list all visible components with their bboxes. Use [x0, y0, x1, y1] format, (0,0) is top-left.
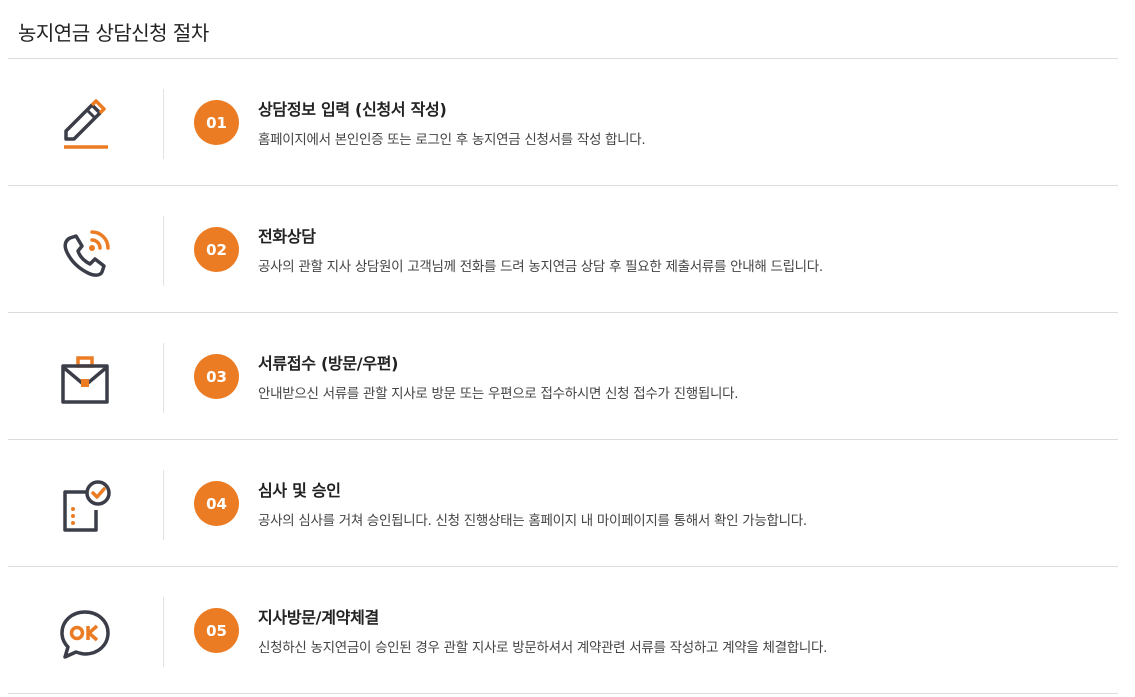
step-title: 상담정보 입력 (신청서 작성): [258, 100, 447, 119]
step-number-badge: 01: [194, 100, 239, 145]
step-title: 심사 및 승인: [258, 481, 341, 500]
step-title: 서류접수 (방문/우편): [258, 354, 399, 373]
step-description: 공사의 관할 지사 상담원이 고객님께 전화를 드려 농지연금 상담 후 필요한…: [258, 259, 823, 275]
step-number-badge: 03: [194, 354, 239, 399]
step-description: 신청하신 농지연금이 승인된 경우 관할 지사로 방문하셔서 계약관련 서류를 …: [258, 640, 828, 656]
step-description: 공사의 심사를 거쳐 승인됩니다. 신청 진행상태는 홈페이지 내 마이페이지를…: [258, 513, 807, 529]
step-item-3: 03 서류접수 (방문/우편) 안내받으신 서류를 관할 지사로 방문 또는 우…: [8, 313, 1118, 440]
step-number-badge: 04: [194, 481, 239, 526]
step-item-4: 04 심사 및 승인 공사의 심사를 거쳐 승인됩니다. 신청 진행상태는 홈페…: [8, 440, 1118, 567]
phone-call-icon: [56, 224, 114, 282]
procedure-steps: 01 상담정보 입력 (신청서 작성) 홈페이지에서 본인인증 또는 로그인 후…: [8, 58, 1118, 694]
step-divider: [163, 89, 164, 159]
ok-speech-bubble-icon: [56, 605, 114, 663]
step-number-badge: 05: [194, 608, 239, 653]
briefcase-icon: [56, 351, 114, 409]
step-item-5: 05 지사방문/계약체결 신청하신 농지연금이 승인된 경우 관할 지사로 방문…: [8, 567, 1118, 694]
step-title: 지사방문/계약체결: [258, 608, 379, 627]
step-description: 홈페이지에서 본인인증 또는 로그인 후 농지연금 신청서를 작성 합니다.: [258, 132, 646, 148]
step-number-badge: 02: [194, 227, 239, 272]
step-description: 안내받으신 서류를 관할 지사로 방문 또는 우편으로 접수하시면 신청 접수가…: [258, 386, 739, 402]
step-divider: [163, 597, 164, 667]
step-item-1: 01 상담정보 입력 (신청서 작성) 홈페이지에서 본인인증 또는 로그인 후…: [8, 59, 1118, 186]
page-title: 농지연금 상담신청 절차: [18, 21, 209, 45]
document-check-icon: [56, 478, 114, 536]
step-divider: [163, 470, 164, 540]
step-divider: [163, 216, 164, 286]
step-divider: [163, 343, 164, 413]
step-item-2: 02 전화상담 공사의 관할 지사 상담원이 고객님께 전화를 드려 농지연금 …: [8, 186, 1118, 313]
pencil-icon: [56, 97, 114, 155]
step-title: 전화상담: [258, 227, 316, 246]
